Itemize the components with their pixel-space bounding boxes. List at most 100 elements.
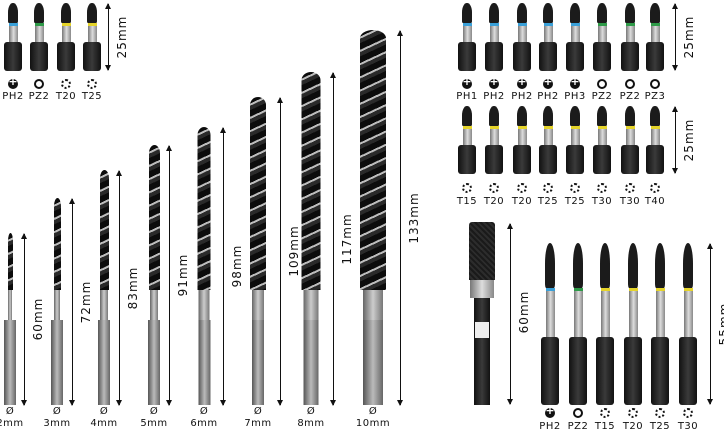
bit-tip	[654, 243, 666, 289]
screwdriver-bit	[485, 3, 503, 71]
bit-shaft	[597, 129, 607, 146]
bit-shaft	[655, 291, 665, 337]
bit-shaft	[517, 26, 527, 43]
bit-tip	[649, 106, 661, 127]
length-arrow	[105, 3, 111, 71]
bit-tip	[627, 243, 639, 289]
diameter-symbol: Ø	[5, 406, 15, 417]
bit-shaft	[570, 26, 580, 43]
drill-length-label: 83mm	[126, 266, 140, 309]
drill-shank	[8, 290, 12, 320]
bit-base	[458, 145, 476, 174]
drill-length-arrow	[220, 127, 226, 406]
bit-label: PH2	[539, 421, 561, 431]
bit-base	[566, 145, 584, 174]
length-label: 25mm	[682, 15, 696, 59]
pozidriv-icon	[573, 408, 583, 418]
bit-tip	[516, 3, 528, 24]
drill-shank	[54, 290, 60, 320]
screwdriver-bit	[83, 3, 101, 71]
bit-color-band	[570, 23, 580, 27]
bit-shaft	[34, 26, 44, 43]
diameter-symbol: Ø	[99, 406, 109, 417]
bit-base	[83, 42, 101, 71]
holder-length-label: 60mm	[517, 290, 531, 334]
bit-shaft	[543, 26, 553, 43]
bit-label: T25	[564, 196, 586, 207]
phillips-icon	[462, 75, 472, 89]
length-label: 55mm	[717, 302, 724, 346]
quick-release-bit-holder	[469, 222, 495, 405]
length-label: 25mm	[115, 15, 129, 59]
drill-hex-shank	[198, 320, 210, 405]
drill-flute	[197, 127, 211, 290]
bit-color-band	[543, 23, 553, 27]
bit-tip	[569, 3, 581, 24]
drill-flute	[99, 170, 109, 290]
torx-icon	[650, 183, 660, 193]
torx-icon	[625, 183, 635, 193]
bit-color-band	[597, 23, 607, 27]
bit-label: PH1	[456, 91, 478, 102]
diameter-symbol: Ø	[52, 406, 62, 417]
torx-icon	[517, 183, 527, 193]
screwdriver-bit	[593, 3, 611, 71]
drill-length-arrow	[69, 198, 75, 406]
pozidriv-icon	[597, 79, 607, 89]
drill-size-label: 3mm	[43, 418, 71, 429]
bit-color-band	[570, 126, 580, 130]
drill-bit	[250, 97, 266, 405]
pozidriv-icon	[625, 79, 635, 89]
bit-shaft	[545, 291, 555, 337]
drill-length-arrow	[397, 30, 403, 406]
bit-base	[569, 336, 587, 405]
drill-size-label: 6mm	[190, 418, 218, 429]
drill-length-label: 98mm	[230, 244, 244, 288]
length-arrow	[672, 106, 678, 174]
phillips-icon	[8, 75, 18, 89]
torx-icon	[87, 79, 97, 89]
bit-label: PH2	[2, 91, 24, 102]
pozidriv-icon	[34, 79, 44, 89]
bit-tip	[682, 243, 694, 289]
bit-color-band	[517, 126, 527, 130]
bit-shaft	[570, 129, 580, 146]
bit-shaft	[683, 291, 693, 337]
bit-base	[624, 336, 642, 405]
screwdriver-bit	[539, 3, 557, 71]
drill-hex-shank	[251, 320, 265, 405]
screwdriver-bit	[566, 3, 584, 71]
phillips-icon	[543, 75, 553, 89]
bit-tip	[542, 3, 554, 24]
torx-icon	[61, 79, 71, 89]
drill-flute	[360, 30, 386, 290]
bit-shaft	[625, 26, 635, 43]
bit-shaft	[597, 26, 607, 43]
torx-icon	[628, 408, 638, 418]
bit-tip	[488, 106, 500, 127]
torx-icon	[655, 408, 665, 418]
screwdriver-bit	[621, 106, 639, 174]
bit-label: T25	[537, 196, 559, 207]
bit-color-band	[597, 126, 607, 130]
screwdriver-bit	[596, 243, 614, 405]
bit-base	[513, 145, 531, 174]
bit-base	[539, 42, 557, 71]
bit-shaft	[600, 291, 610, 337]
screwdriver-bit	[651, 243, 669, 405]
bit-label: T40	[644, 196, 666, 207]
bit-base	[485, 42, 503, 71]
bit-base	[30, 42, 48, 71]
bit-base	[539, 145, 557, 174]
bit-tip	[488, 3, 500, 24]
drill-hex-shank	[303, 320, 319, 405]
bit-label: T25	[649, 421, 671, 431]
drill-length-label: 109mm	[287, 225, 301, 277]
bit-tip	[596, 3, 608, 24]
phillips-icon	[517, 75, 527, 89]
bit-color-band	[34, 23, 44, 27]
bit-base	[458, 42, 476, 71]
bit-color-band	[545, 288, 555, 292]
screwdriver-bit	[593, 106, 611, 174]
bit-shaft	[489, 129, 499, 146]
